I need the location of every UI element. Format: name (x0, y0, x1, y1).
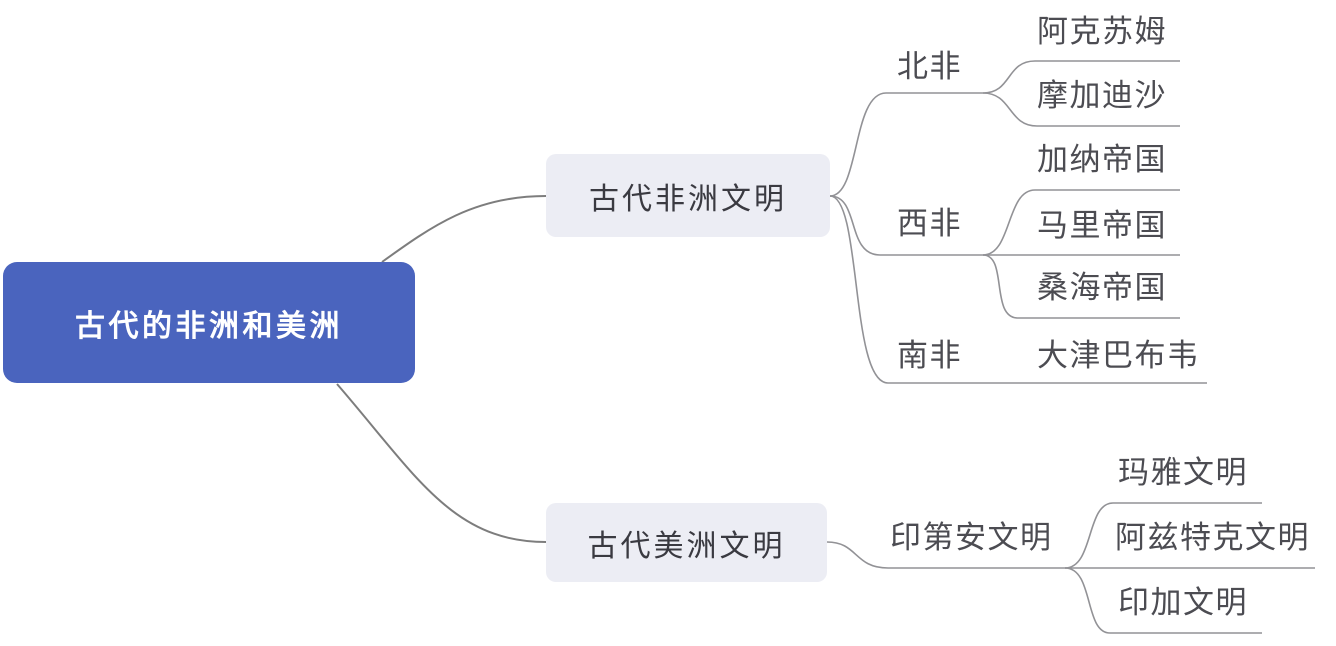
edge-root-africa (381, 195, 547, 263)
node-aztec-civilization[interactable]: 阿兹特克文明 (1115, 520, 1310, 555)
root-node-label: 古代的非洲和美洲 (75, 309, 343, 343)
node-ghana-empire[interactable]: 加纳帝国 (1037, 142, 1167, 177)
node-north-africa[interactable]: 北非 (897, 49, 962, 84)
node-west-africa[interactable]: 西非 (897, 206, 962, 241)
branch-line-yinjia (1064, 567, 1262, 634)
node-ancient-africa-label: 古代非洲文明 (589, 182, 787, 216)
node-great-zimbabwe[interactable]: 大津巴布韦 (1037, 338, 1200, 373)
node-maya-civilization[interactable]: 玛雅文明 (1118, 455, 1248, 490)
node-ancient-africa[interactable]: 古代非洲文明 (546, 154, 830, 237)
branch-line-yindian (826, 541, 1065, 569)
node-inca-civilization[interactable]: 印加文明 (1118, 585, 1248, 620)
branch-line-jiana (982, 189, 1180, 256)
node-mogadishu[interactable]: 摩加迪沙 (1037, 78, 1167, 113)
node-aksum[interactable]: 阿克苏姆 (1037, 14, 1167, 49)
node-mali-empire[interactable]: 马里帝国 (1037, 208, 1167, 243)
branch-line-beifei (829, 92, 983, 197)
node-songhai-empire[interactable]: 桑海帝国 (1037, 270, 1167, 305)
branch-line-akesumu (982, 60, 1180, 94)
branch-line-nanfei (829, 195, 1207, 384)
branch-line-sanghai (982, 254, 1180, 319)
root-node[interactable]: 古代的非洲和美洲 (3, 262, 415, 383)
edge-root-america (336, 383, 547, 543)
node-ancient-america-label: 古代美洲文明 (587, 529, 786, 563)
node-ancient-america[interactable]: 古代美洲文明 (546, 503, 827, 582)
branch-line-xifei (829, 195, 983, 256)
branch-line-mojiadisha (982, 92, 1180, 127)
node-south-africa[interactable]: 南非 (897, 338, 962, 373)
node-indian-civilization[interactable]: 印第安文明 (890, 520, 1053, 555)
branch-line-maya (1064, 502, 1262, 569)
